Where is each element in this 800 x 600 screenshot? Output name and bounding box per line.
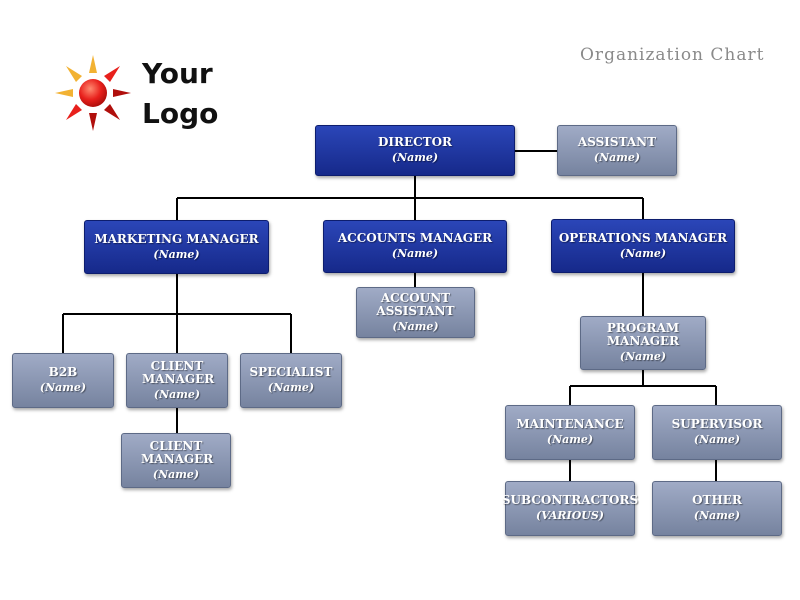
node-accounts-manager-title: Accounts Manager: [337, 231, 493, 245]
node-other: Other (Name): [652, 481, 782, 536]
node-program-manager: Program Manager (Name): [580, 316, 706, 370]
logo-line-2: Logo: [142, 97, 219, 130]
node-assistant-title: Assistant: [577, 135, 657, 149]
node-marketing-manager-name: (Name): [153, 247, 200, 261]
node-operations-manager-title: Operations Manager: [558, 230, 728, 245]
node-b2b-name: (Name): [39, 381, 87, 394]
node-client-manager-2: Client Manager (Name): [121, 433, 231, 488]
node-specialist-title: Specialist: [249, 365, 333, 379]
node-client-manager-2-name: (Name): [152, 467, 200, 481]
node-client-manager-1-title: Client Manager: [142, 358, 215, 386]
node-maintenance-name: (Name): [546, 433, 594, 446]
node-assistant: Assistant (Name): [557, 125, 677, 176]
node-specialist-name: (Name): [267, 381, 315, 394]
node-other-name: (Name): [693, 509, 741, 522]
node-specialist: Specialist (Name): [240, 353, 342, 408]
node-assistant-name: (Name): [593, 151, 641, 164]
node-program-manager-title: Program Manager: [606, 321, 680, 348]
node-supervisor: Supervisor (Name): [652, 405, 782, 460]
node-program-manager-name: (Name): [619, 350, 667, 363]
node-director-name: (Name): [391, 151, 439, 164]
node-maintenance-title: Maintenance: [516, 417, 624, 431]
node-accounts-manager-name: (Name): [391, 247, 439, 260]
node-subcontractors-title: Subcontractors: [501, 493, 639, 507]
node-director-title: Director: [377, 135, 453, 149]
node-supervisor-title: Supervisor: [671, 417, 763, 431]
node-b2b-title: B2B: [48, 365, 78, 379]
node-b2b: B2B (Name): [12, 353, 114, 408]
node-client-manager-1: Client Manager (Name): [126, 353, 228, 408]
node-marketing-manager: Marketing Manager (Name): [84, 220, 269, 274]
node-director: Director (Name): [315, 125, 515, 176]
node-account-assistant: Account Assistant (Name): [356, 287, 475, 338]
node-accounts-manager: Accounts Manager (Name): [323, 220, 507, 273]
node-subcontractors: Subcontractors (Various): [501, 481, 639, 536]
node-other-title: Other: [692, 493, 742, 507]
node-account-assistant-title: Account Assistant: [376, 290, 455, 318]
node-operations-manager-name: (Name): [619, 246, 667, 260]
node-marketing-manager-title: Marketing Manager: [94, 231, 259, 246]
sun-logo-icon: [55, 55, 131, 131]
node-account-assistant-name: (Name): [392, 319, 439, 333]
node-client-manager-1-name: (Name): [153, 387, 201, 401]
node-supervisor-name: (Name): [693, 433, 741, 446]
chart-title: Organization Chart: [580, 45, 765, 65]
node-subcontractors-name: (Various): [535, 509, 605, 522]
node-maintenance: Maintenance (Name): [505, 405, 635, 460]
logo-text: Your Logo: [142, 54, 218, 134]
logo-line-1: Your: [142, 57, 213, 90]
node-client-manager-2-title: Client Manager: [141, 438, 214, 466]
node-operations-manager: Operations Manager (Name): [551, 219, 735, 273]
